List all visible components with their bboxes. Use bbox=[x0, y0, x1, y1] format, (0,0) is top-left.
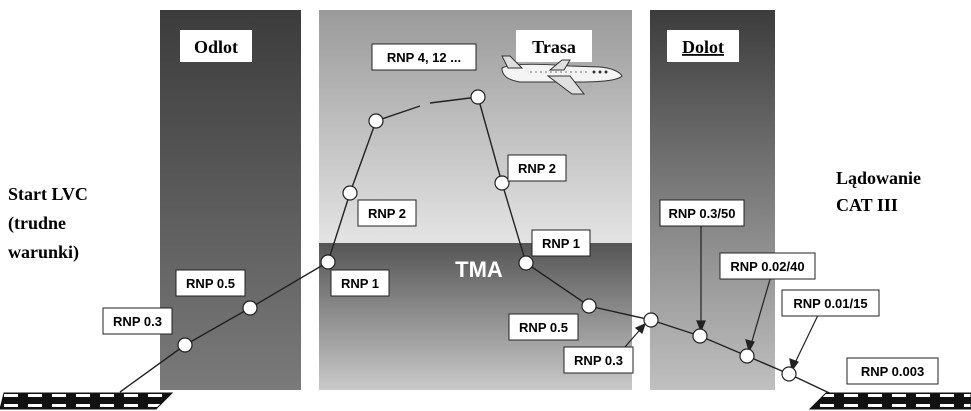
phase-title-enroute: Trasa bbox=[516, 30, 592, 62]
landing-label: Lądowanie CAT III bbox=[836, 168, 921, 215]
svg-text:Trasa: Trasa bbox=[532, 37, 576, 57]
rnp-label-dep-low: RNP 0.3 bbox=[102, 307, 173, 335]
svg-text:RNP 4, 12 ...: RNP 4, 12 ... bbox=[387, 50, 461, 65]
svg-text:(trudne: (trudne bbox=[8, 213, 66, 234]
svg-text:RNP 2: RNP 2 bbox=[368, 206, 406, 221]
svg-text:Dolot: Dolot bbox=[682, 37, 724, 57]
rnp-label-tma-exit: RNP 1 bbox=[531, 229, 591, 257]
waypoint-tma-entry bbox=[320, 254, 336, 270]
rnp-label-cruise: RNP 4, 12 ... bbox=[371, 43, 477, 71]
waypoint-climb bbox=[342, 185, 358, 201]
svg-text:RNP 0.5: RNP 0.5 bbox=[186, 276, 235, 291]
svg-text:RNP 0.3: RNP 0.3 bbox=[574, 353, 623, 368]
svg-text:warunki): warunki) bbox=[8, 242, 79, 263]
phase-title-arrival: Dolot bbox=[667, 30, 739, 62]
waypoint-approach-2 bbox=[643, 312, 659, 328]
svg-text:RNP 0.01/15: RNP 0.01/15 bbox=[793, 296, 867, 311]
rnp-label-approach-b: RNP 0.3 bbox=[563, 346, 634, 374]
svg-text:RNP 0.5: RNP 0.5 bbox=[519, 320, 568, 335]
rnp-label-approach-e: RNP 0.01/15 bbox=[781, 289, 880, 317]
svg-text:RNP 1: RNP 1 bbox=[341, 276, 379, 291]
waypoint-descent bbox=[494, 175, 510, 191]
svg-text:RNP 2: RNP 2 bbox=[518, 161, 556, 176]
waypoint-approach-1 bbox=[581, 298, 597, 314]
waypoints bbox=[177, 89, 797, 382]
svg-text:RNP 0.3: RNP 0.3 bbox=[113, 314, 162, 329]
rnp-label-approach-a: RNP 0.5 bbox=[508, 313, 579, 341]
leader-lines bbox=[617, 224, 821, 372]
svg-text:Odlot: Odlot bbox=[194, 37, 238, 57]
tma-label: TMA bbox=[455, 257, 503, 282]
rnp-label-approach-c: RNP 0.3/50 bbox=[659, 199, 745, 227]
airplane-icon bbox=[501, 55, 623, 95]
rnp-label-dep-mid: RNP 0.5 bbox=[175, 269, 246, 297]
phase-title-departure: Odlot bbox=[180, 30, 252, 62]
svg-text:Start LVC: Start LVC bbox=[8, 184, 88, 204]
rnp-label-descent: RNP 2 bbox=[507, 154, 567, 182]
rnp-label-final: RNP 0.003 bbox=[846, 357, 939, 385]
rnp-label-tma-entry: RNP 1 bbox=[330, 269, 390, 297]
runway-arrival-icon bbox=[808, 392, 971, 410]
waypoint-approach-4 bbox=[739, 348, 755, 364]
waypoint-dep-1 bbox=[177, 337, 193, 353]
waypoint-approach-3 bbox=[692, 328, 708, 344]
svg-text:RNP 0.003: RNP 0.003 bbox=[861, 364, 924, 379]
waypoint-cruise-2 bbox=[470, 89, 486, 105]
waypoint-tma-exit bbox=[518, 255, 534, 271]
start-label: Start LVC (trudne warunki) bbox=[8, 184, 88, 263]
svg-text:RNP 1: RNP 1 bbox=[542, 236, 580, 251]
departure-band bbox=[160, 10, 301, 390]
waypoint-approach-5 bbox=[781, 366, 797, 382]
svg-text:CAT III: CAT III bbox=[836, 195, 898, 215]
runway-departure-icon bbox=[0, 392, 174, 410]
rnp-label-approach-d: RNP 0.02/40 bbox=[719, 252, 816, 280]
waypoint-cruise-1 bbox=[368, 113, 384, 129]
svg-text:RNP 0.02/40: RNP 0.02/40 bbox=[730, 259, 804, 274]
waypoint-dep-2 bbox=[242, 300, 258, 316]
svg-text:Lądowanie: Lądowanie bbox=[836, 168, 921, 188]
svg-text:RNP 0.3/50: RNP 0.3/50 bbox=[669, 206, 736, 221]
rnp-label-climb: RNP 2 bbox=[357, 199, 417, 227]
